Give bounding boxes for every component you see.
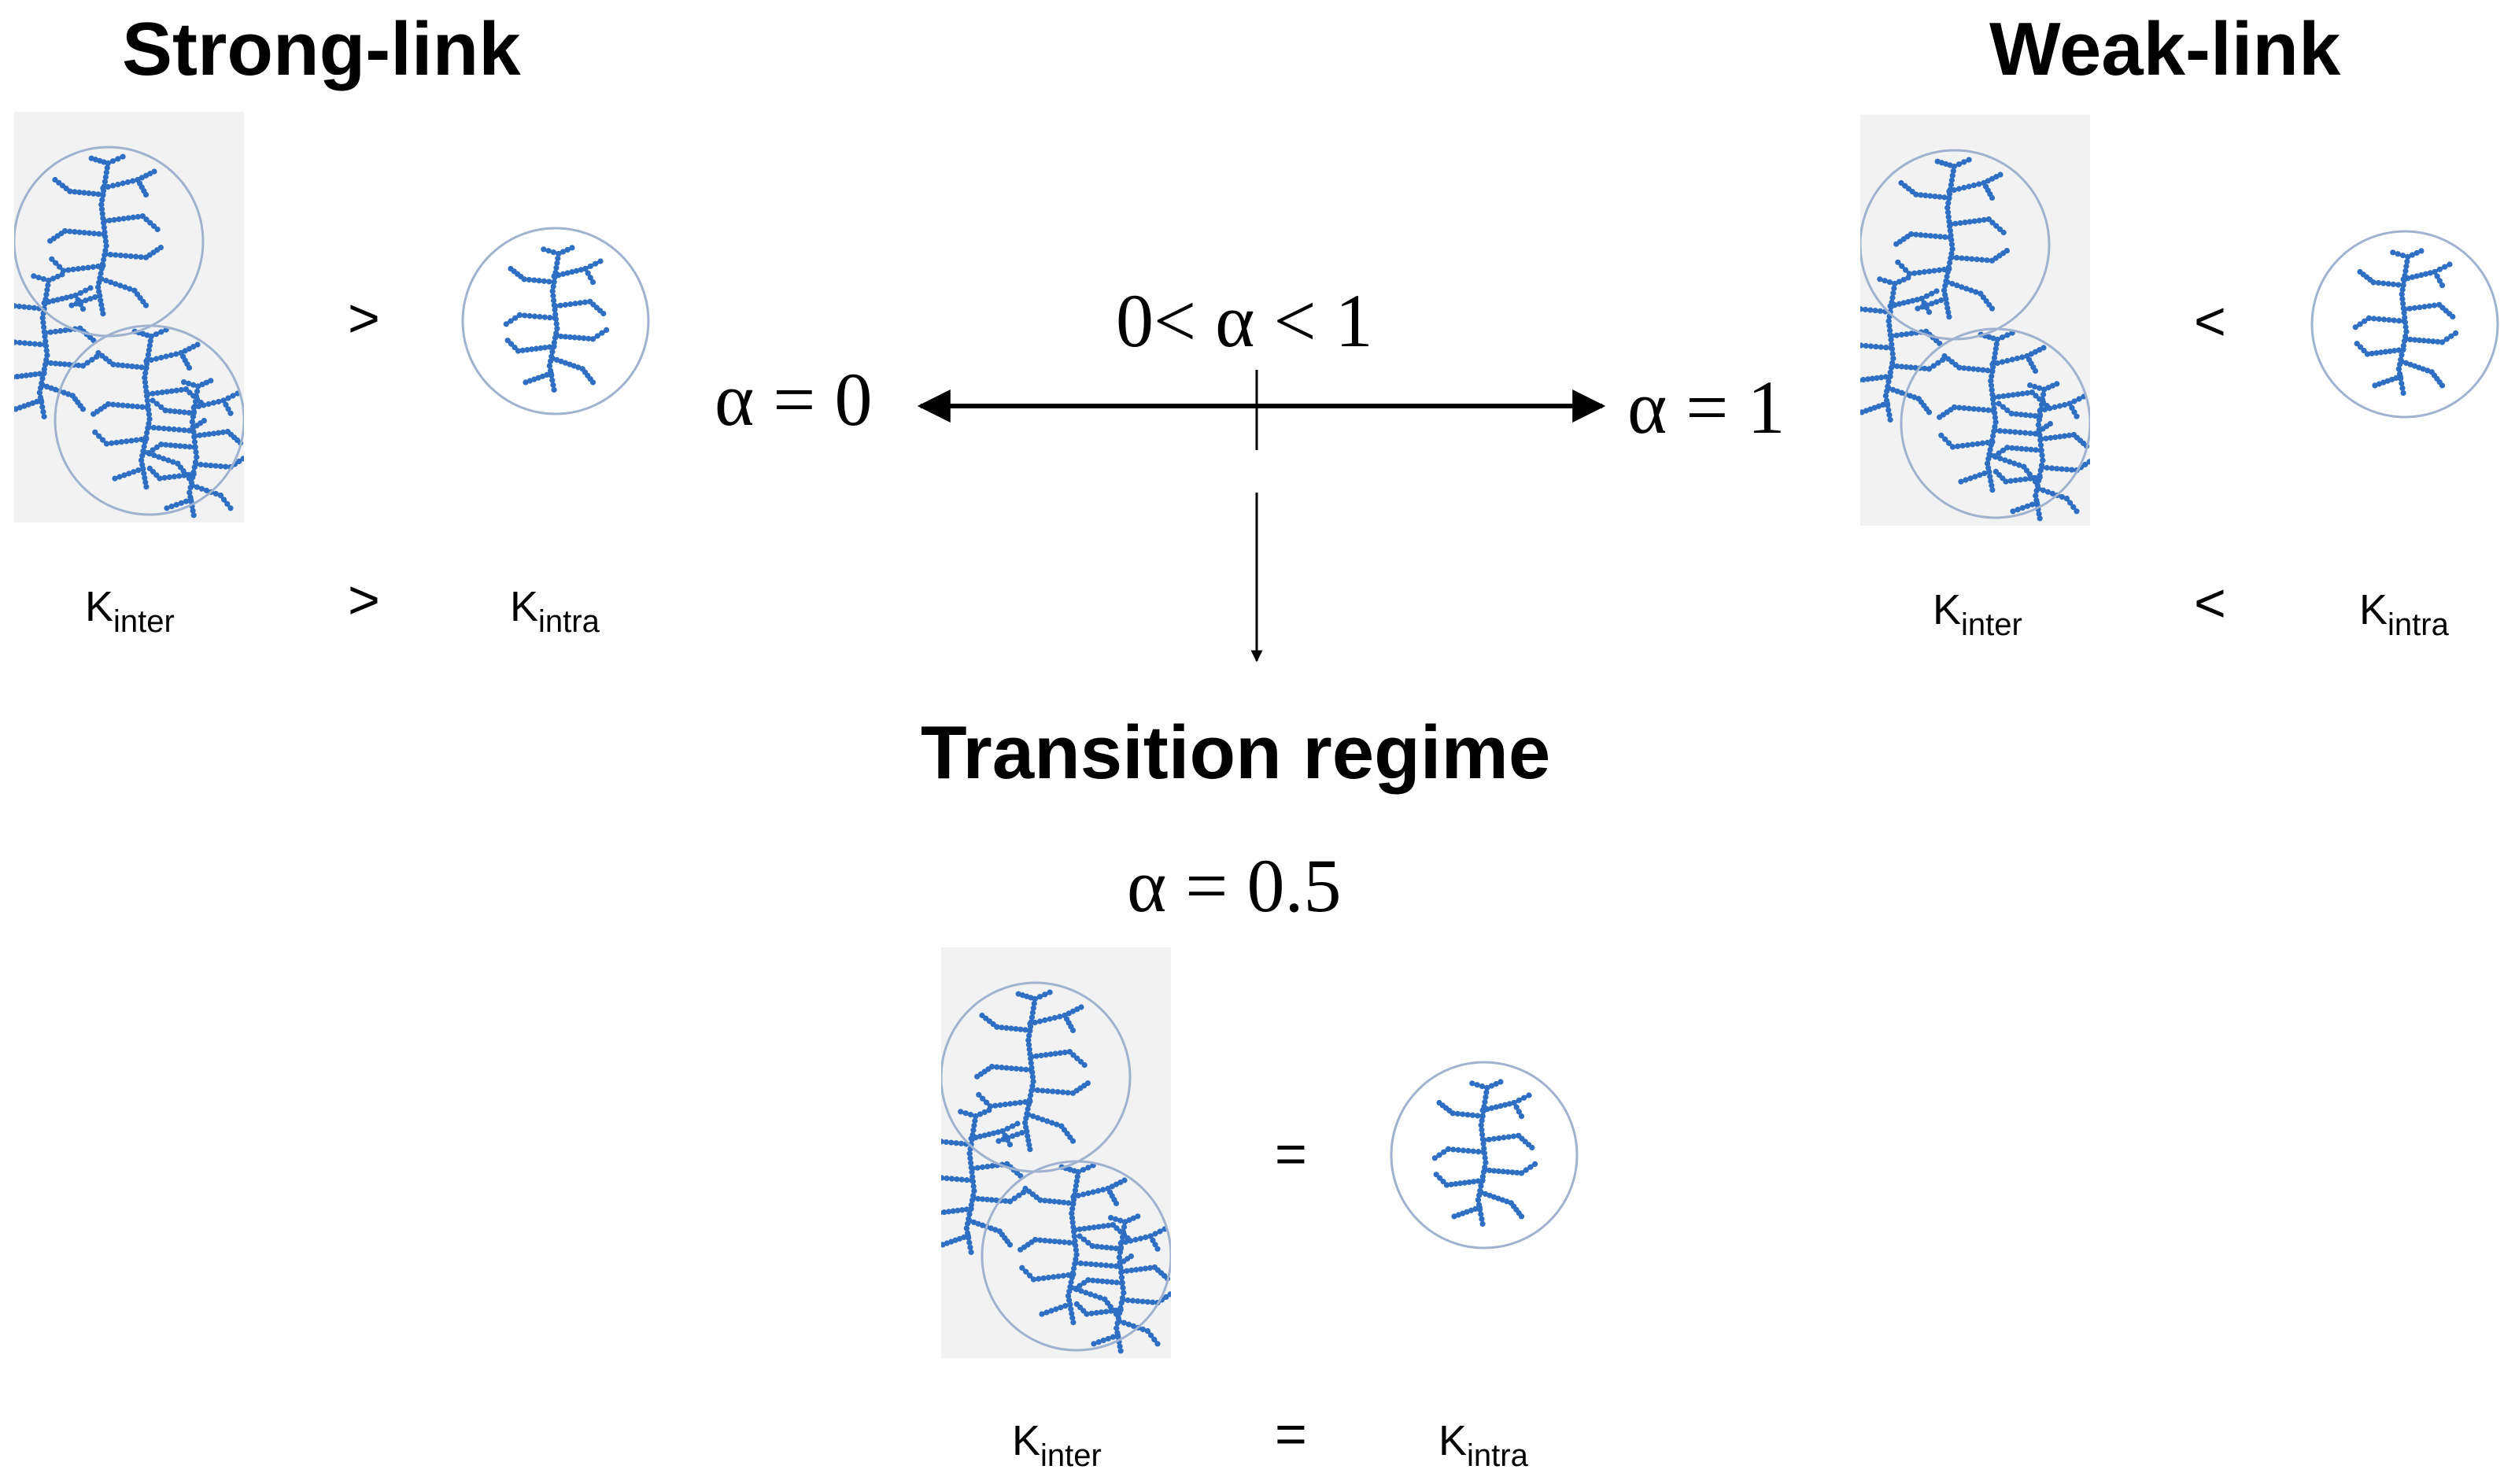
strong-link-k-intra: Kintra	[510, 583, 600, 639]
polymer-pair-icon	[1839, 115, 2092, 526]
transition-intra-cluster	[1388, 1059, 1580, 1251]
strong-link-title: Strong-link	[122, 7, 521, 91]
alpha-range-label: 0< α < 1	[1116, 279, 1373, 363]
weak-link-k-symbol: <	[2194, 572, 2226, 633]
polymer-pair-icon	[920, 947, 1173, 1358]
weak-link-title: Weak-link	[1989, 7, 2341, 91]
alpha-one-label: α = 1	[1627, 365, 1786, 449]
weak-link-k-intra: Kintra	[2359, 586, 2449, 642]
strong-link-k-symbol: >	[348, 569, 380, 630]
transition-compare-symbol: =	[1275, 1123, 1307, 1184]
polymer-single-icon	[2310, 230, 2499, 419]
polymer-single-icon	[461, 227, 650, 415]
strong-link-compare-symbol: >	[348, 287, 380, 349]
transition-inter-cluster	[920, 947, 1173, 1358]
transition-k-symbol: =	[1275, 1403, 1307, 1464]
alpha-half-label: α = 0.5	[1127, 844, 1342, 928]
polymer-single-icon	[1390, 1061, 1579, 1250]
weak-link-k-inter: Kinter	[1933, 586, 2022, 642]
weak-link-compare-symbol: <	[2194, 290, 2226, 352]
strong-link-k-inter: Kinter	[85, 583, 175, 639]
polymer-pair-icon	[0, 112, 246, 522]
weak-link-intra-cluster	[2309, 228, 2501, 420]
transition-k-inter: Kinter	[1012, 1417, 1102, 1473]
strong-link-inter-cluster	[0, 112, 246, 522]
strong-link-intra-cluster	[460, 225, 652, 417]
transition-regime-title: Transition regime	[921, 711, 1551, 795]
transition-k-intra: Kintra	[1438, 1417, 1528, 1473]
alpha-zero-label: α = 0	[715, 357, 873, 441]
weak-link-inter-cluster	[1839, 115, 2092, 526]
